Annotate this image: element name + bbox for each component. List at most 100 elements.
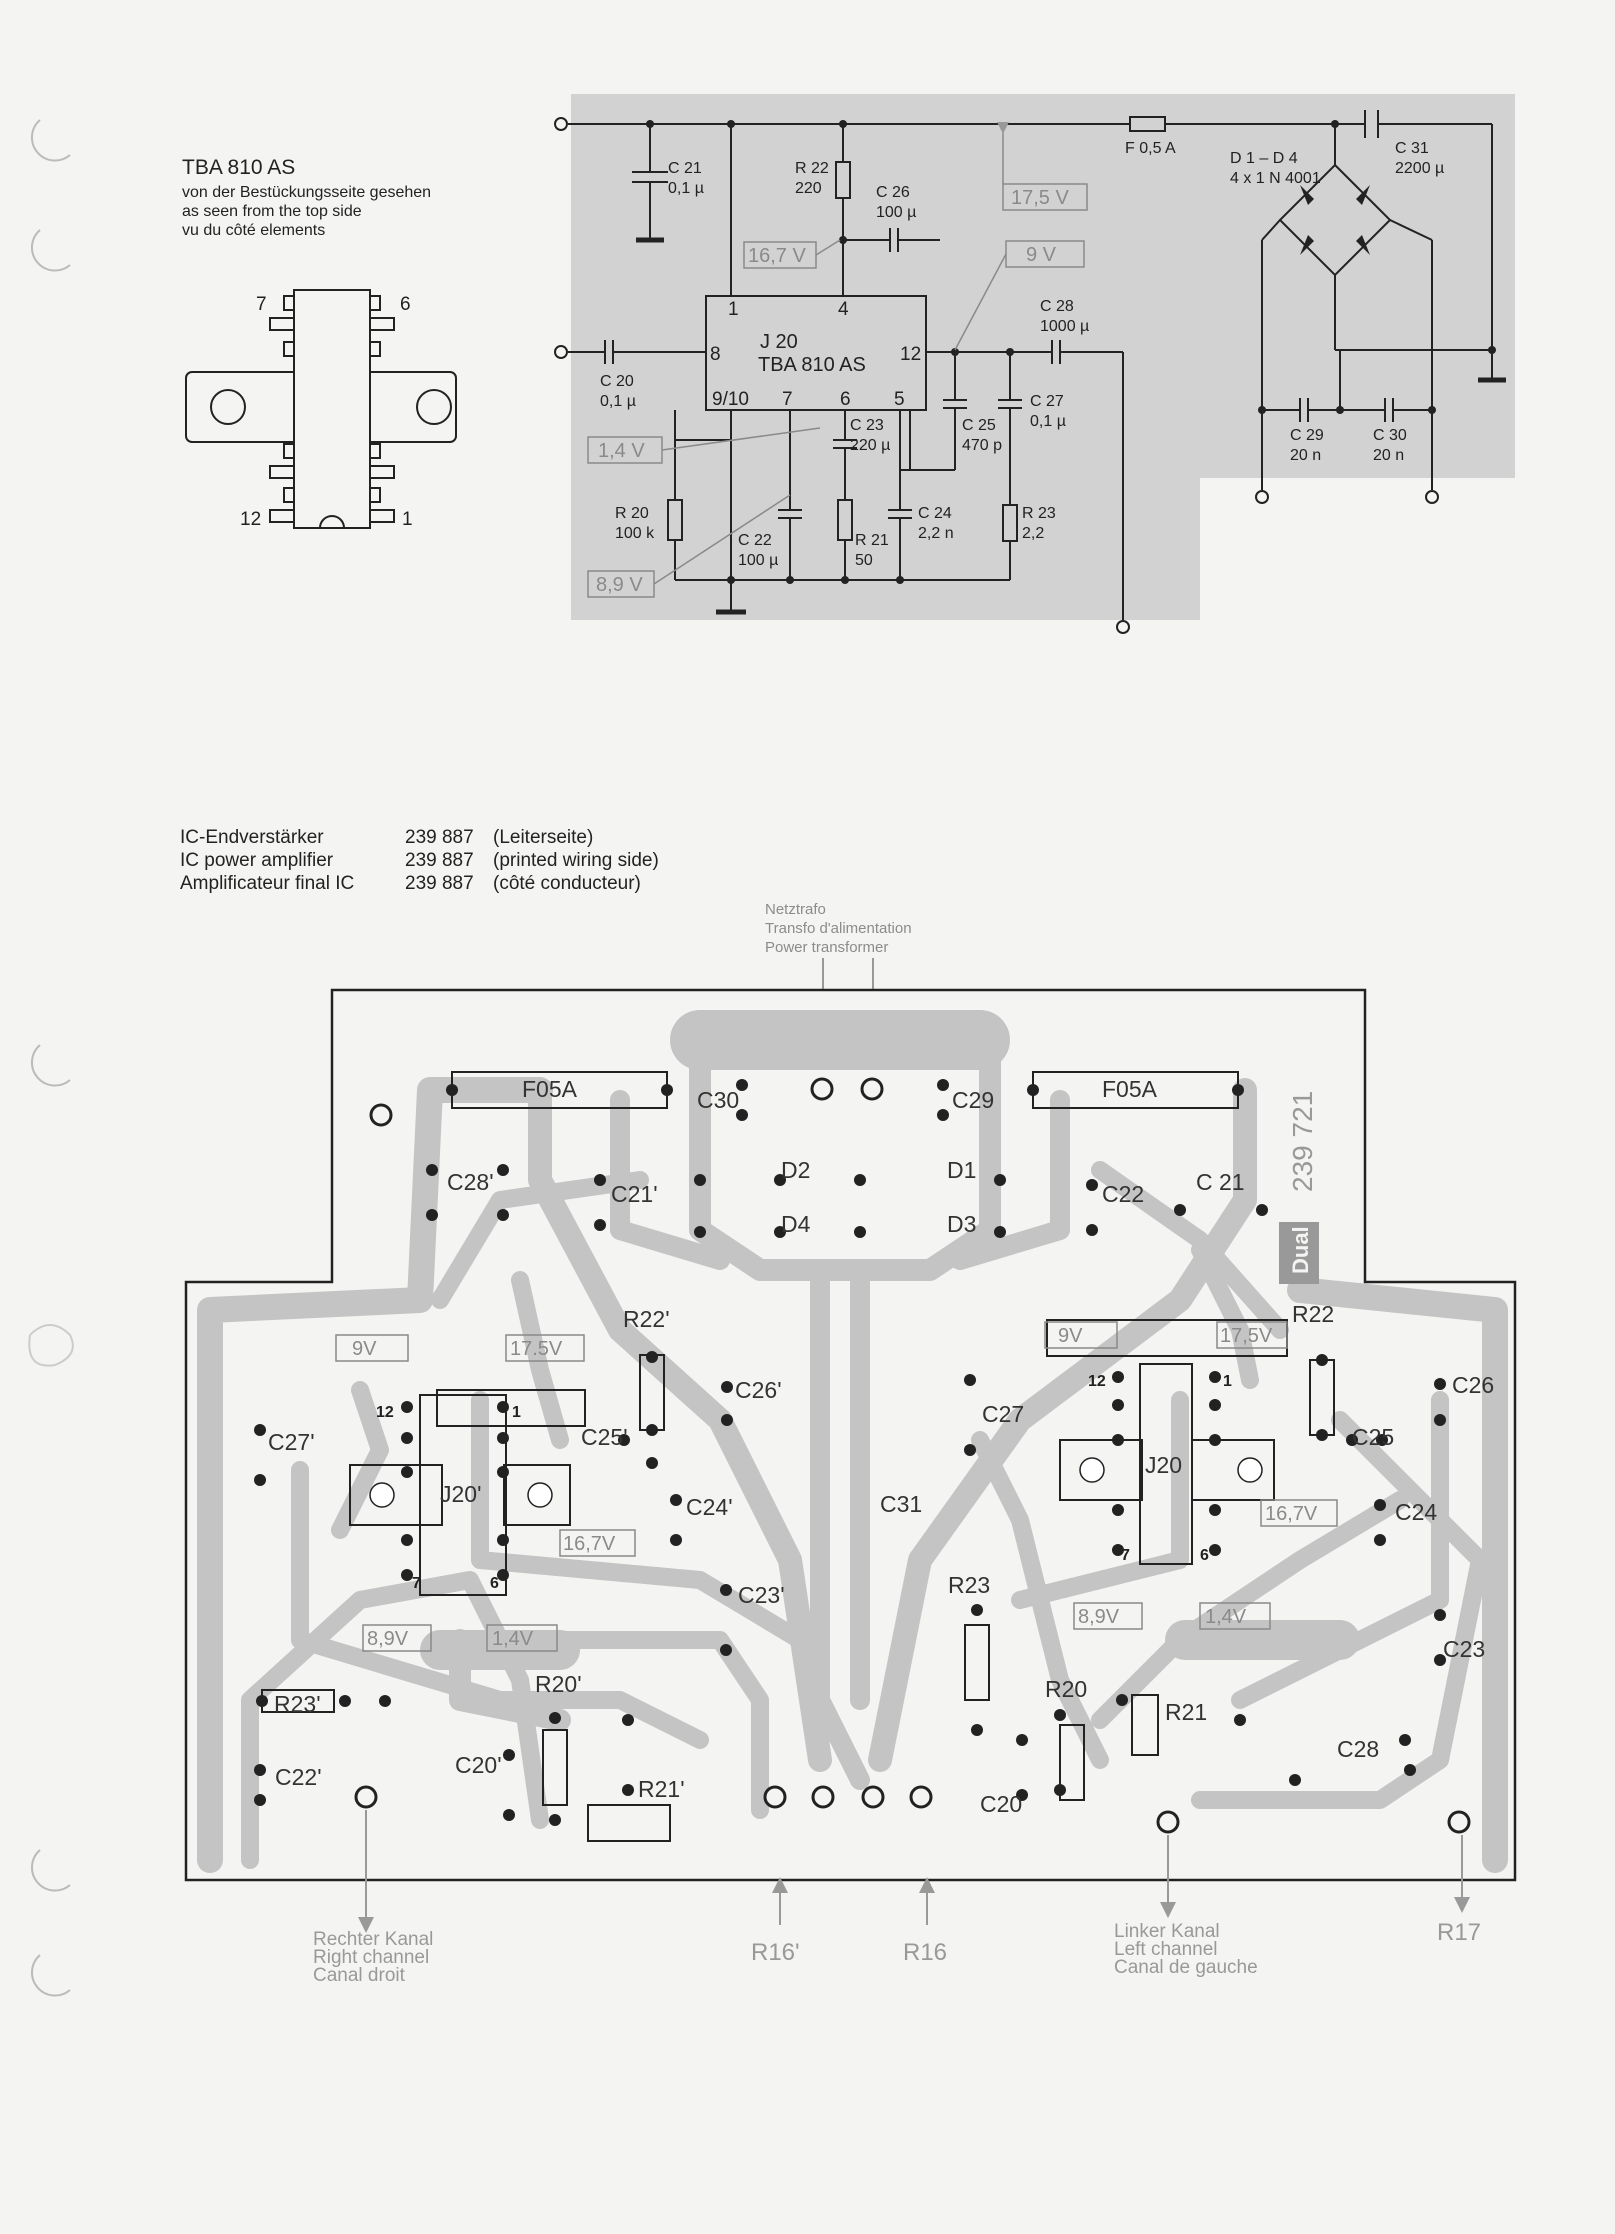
pcb-c30: C30 — [697, 1087, 739, 1113]
solder-pad — [1054, 1784, 1066, 1796]
value-r22: 220 — [795, 180, 822, 197]
solder-pad — [401, 1569, 413, 1581]
solder-pad — [964, 1374, 976, 1386]
solder-pad — [401, 1534, 413, 1546]
pcb-pin-1-left: 1 — [512, 1404, 521, 1421]
pcb-pin-7-right: 7 — [1121, 1547, 1130, 1564]
ic-pin-5: 5 — [894, 389, 905, 410]
ic-pin-4: 4 — [838, 299, 849, 320]
value-c26: 100 µ — [876, 204, 916, 221]
solder-pad — [503, 1809, 515, 1821]
solder-pad — [497, 1466, 509, 1478]
solder-pad — [994, 1174, 1006, 1186]
label-c27: C 27 — [1030, 393, 1064, 410]
solder-pad — [426, 1164, 438, 1176]
solder-pad — [937, 1109, 949, 1121]
parts-line-en-name: IC power amplifier — [180, 850, 334, 871]
solder-pad — [1016, 1789, 1028, 1801]
pcb-c25: C25 — [1352, 1424, 1394, 1450]
pcb-ic-tabs — [369, 1457, 1263, 1508]
pcb-c31: C31 — [880, 1491, 922, 1517]
solder-pad — [721, 1381, 733, 1393]
solder-pad — [379, 1695, 391, 1707]
pcb-pin-7-left: 7 — [412, 1575, 421, 1592]
pcb-voltage-boxes — [335, 1321, 1338, 1652]
solder-pad — [1374, 1534, 1386, 1546]
solder-pad — [1404, 1764, 1416, 1776]
solder-pad — [1209, 1544, 1221, 1556]
value-c20: 0,1 µ — [600, 393, 636, 410]
pcb-volt-9-left: 9V — [352, 1338, 377, 1360]
solder-pads — [254, 1079, 1446, 1826]
pinout-caption-en: as seen from the top side — [182, 203, 362, 220]
value-c28: 1000 µ — [1040, 318, 1089, 335]
pcb-volt-8-9-right: 8,9V — [1078, 1606, 1120, 1628]
label-c23: C 23 — [850, 417, 884, 434]
schematic-terminals — [554, 117, 1439, 634]
voltage-1-4: 1,4 V — [598, 440, 645, 462]
schematic-shading — [571, 94, 1515, 620]
label-c30: C 30 — [1373, 427, 1407, 444]
pcb-pin-1-right: 1 — [1223, 1373, 1232, 1390]
pcb-d3: D3 — [947, 1211, 976, 1237]
pcb-components — [261, 1071, 1335, 1842]
ic-pin-8: 8 — [710, 344, 721, 365]
pcb-volt-1-4-left: 1,4V — [492, 1628, 534, 1650]
label-r21: R 21 — [855, 532, 889, 549]
pcb-volt-8-9-left: 8,9V — [367, 1628, 409, 1650]
channel-left-fr: Canal de gauche — [1114, 1957, 1258, 1978]
pcb-c26-prime: C26' — [735, 1377, 782, 1403]
pcb-c20: C20 — [980, 1791, 1022, 1817]
parts-line-de-name: IC-Endverstärker — [180, 827, 324, 848]
value-c21: 0,1 µ — [668, 180, 704, 197]
solder-pad — [497, 1534, 509, 1546]
channel-right-fr: Canal droit — [313, 1965, 406, 1986]
solder-pad — [1112, 1504, 1124, 1516]
pcb-pin-6-right: 6 — [1200, 1547, 1209, 1564]
solder-pad — [254, 1764, 266, 1776]
solder-pad — [401, 1466, 413, 1478]
solder-pad — [646, 1351, 658, 1363]
pcb-labels: F05A F05A C30 C29 D2 D1 D4 D3 C28' C21' … — [268, 1076, 1494, 1817]
ic-pin-9-10: 9/10 — [712, 389, 749, 410]
solder-pad — [1234, 1714, 1246, 1726]
value-c25: 470 p — [962, 437, 1002, 454]
solder-pad — [1209, 1434, 1221, 1446]
label-r20: R 20 — [615, 505, 649, 522]
label-c25: C 25 — [962, 417, 996, 434]
channel-left-de: Linker Kanal — [1114, 1921, 1220, 1942]
solder-pad — [1256, 1204, 1268, 1216]
solder-pad — [497, 1164, 509, 1176]
pin-stubs — [269, 295, 395, 523]
solder-pad — [736, 1109, 748, 1121]
pcb-c29: C29 — [952, 1087, 994, 1113]
transformer-label-fr: Transfo d'alimentation — [765, 920, 912, 937]
solder-pad — [1346, 1434, 1358, 1446]
solder-pad — [622, 1784, 634, 1796]
pcb-c21: C 21 — [1196, 1169, 1245, 1195]
channel-left-en: Left channel — [1114, 1939, 1218, 1960]
solder-pad — [1027, 1084, 1039, 1096]
pcb-c23: C23 — [1443, 1636, 1485, 1662]
solder-pad — [646, 1424, 658, 1436]
pcb-volt-17-5-right: 17,5V — [1220, 1325, 1273, 1347]
parts-line-en-number: 239 887 — [405, 850, 474, 871]
solder-pad — [1376, 1434, 1388, 1446]
parts-list: IC-Endverstärker 239 887 (Leiterseite) I… — [180, 827, 659, 894]
pcb-r20-prime: R20' — [535, 1671, 582, 1697]
solder-pad — [1209, 1371, 1221, 1383]
schematic-diodes — [1300, 185, 1370, 255]
solder-pad — [503, 1749, 515, 1761]
value-c24: 2,2 n — [918, 525, 954, 542]
solder-pad — [254, 1424, 266, 1436]
solder-pad — [594, 1219, 606, 1231]
connector-r16: R16 — [903, 1939, 947, 1966]
solder-pad — [1374, 1499, 1386, 1511]
pcb-d1: D1 — [947, 1157, 976, 1183]
solder-pad — [1316, 1354, 1328, 1366]
solder-pad — [1434, 1654, 1446, 1666]
pinout-pin-7: 7 — [256, 294, 267, 315]
value-c31: 2200 µ — [1395, 160, 1444, 177]
solder-pad — [661, 1084, 673, 1096]
solder-pad — [854, 1226, 866, 1238]
